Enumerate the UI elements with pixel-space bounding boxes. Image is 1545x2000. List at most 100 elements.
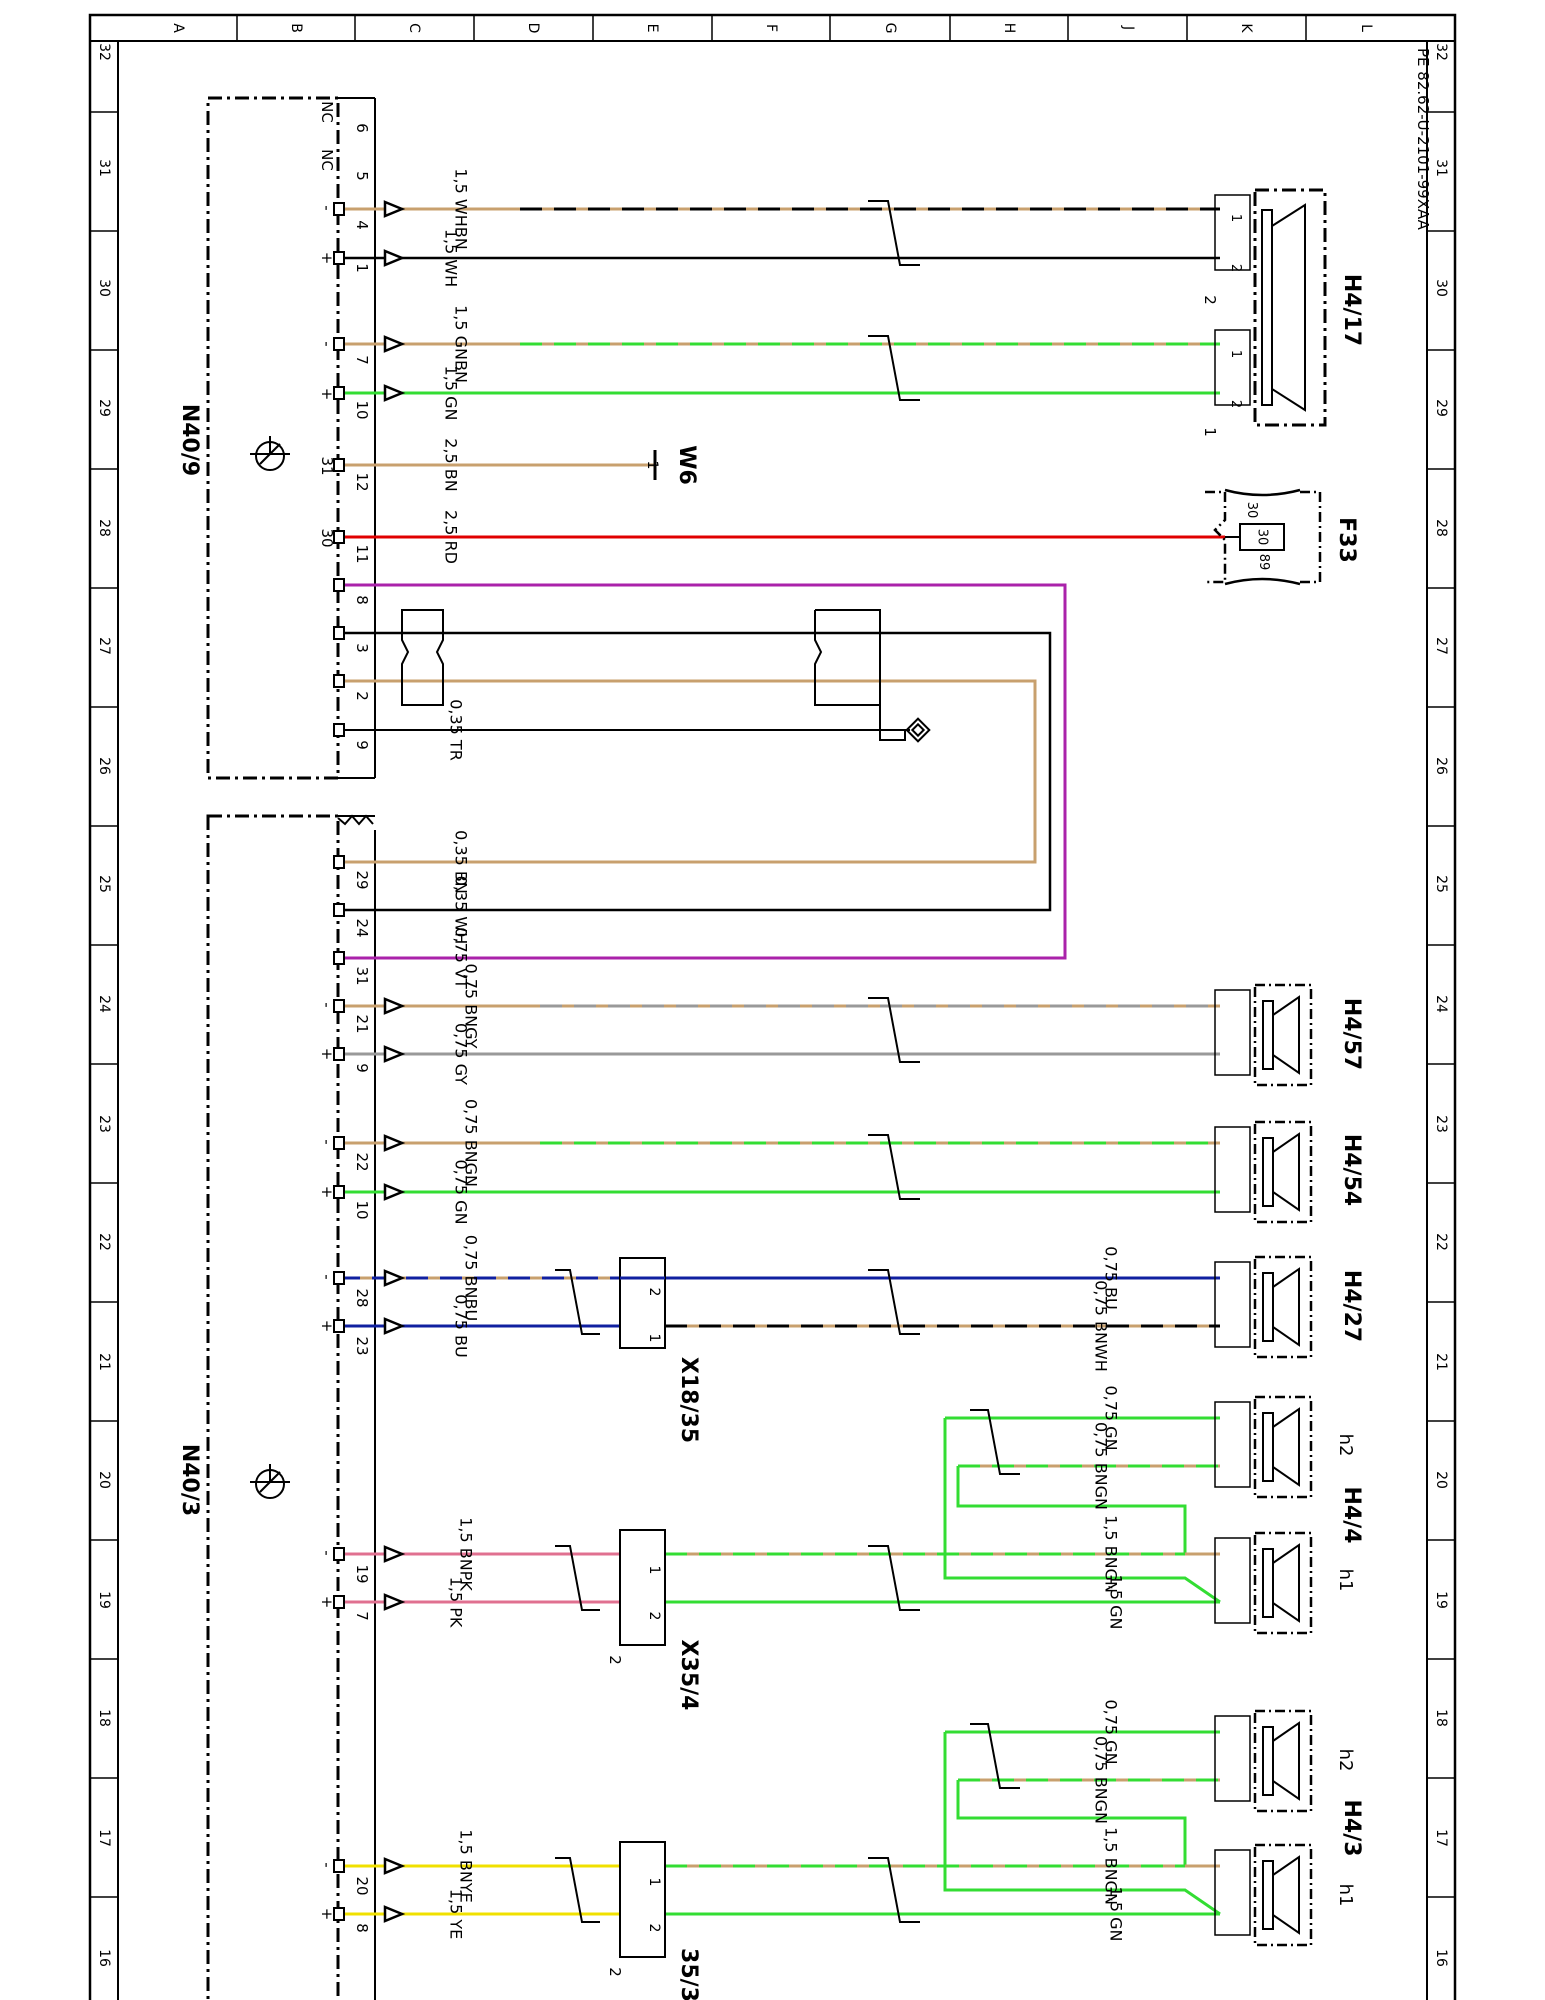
wire-label-gn: 1,5 GN	[442, 366, 461, 421]
speaker-h4-3: h2 H4/3 h1	[1214, 1709, 1364, 1947]
pin-7: 7	[353, 355, 371, 365]
pin-nc-5: NC	[318, 149, 336, 171]
wire-vt	[338, 583, 1067, 960]
sign-plus-l5: +	[318, 1908, 336, 1921]
row-label-20: 20	[96, 1471, 112, 1489]
wire-labels: 1,5 WHBN 1,5 WH 1,5 GNBN 1,5 GN 2,5 BN 2…	[442, 168, 1126, 1941]
col-label-b: B	[288, 23, 304, 33]
row-label-right-20: 20	[1433, 1471, 1449, 1489]
row-label-right-24: 24	[1433, 995, 1449, 1013]
col-label-e: E	[644, 24, 660, 33]
col-label-f: F	[763, 24, 779, 32]
row-label-17: 17	[96, 1829, 112, 1847]
pin-29: 29	[353, 870, 371, 889]
wire-label-whbn: 1,5 WHBN	[452, 168, 471, 249]
wire-label-gn15-a: 1,5 GN	[1107, 1575, 1126, 1630]
row-label-32: 32	[96, 43, 112, 61]
x35-4-pin-1: 1	[646, 1566, 662, 1575]
column-labels: A B C D E F G H J K L	[170, 23, 1374, 34]
pin-nc-6: NC	[318, 101, 336, 123]
pin-5: 5	[353, 171, 371, 181]
wire-label-gn075: 0,75 GN	[452, 1159, 471, 1224]
pin-20: 20	[353, 1876, 371, 1895]
sign-minus-l3: -	[318, 1274, 336, 1279]
term-31: 31	[318, 456, 336, 475]
wire-label-bu-left: 0,75 BU	[452, 1294, 471, 1357]
pin-4: 4	[353, 220, 371, 230]
drawing-frame	[88, 13, 1457, 2000]
col-label-l: L	[1358, 24, 1374, 32]
x35-3-pin-1: 1	[646, 1878, 662, 1887]
col-label-g: G	[882, 23, 898, 34]
sign-plus-2: +	[318, 388, 336, 401]
sign-plus-1: +	[318, 252, 336, 265]
h4-3-label: H4/3	[1339, 1799, 1364, 1856]
row-label-16: 16	[96, 1949, 112, 1967]
h4-3-h1-label: h1	[1335, 1884, 1356, 1907]
pin-12: 12	[353, 472, 371, 491]
module-n40-9: N40/9	[177, 96, 376, 780]
h4-17-pin-1b: 1	[1228, 350, 1243, 358]
pin-9-lower: 9	[353, 1063, 371, 1073]
h4-17-pin-2b: 2	[1228, 400, 1243, 408]
ground-w6-label: W6	[674, 445, 699, 485]
connector-x35-4: 1 2 2 X35/4	[606, 1529, 701, 1711]
row-label-right-21: 21	[1433, 1353, 1449, 1371]
wire-label-bnye: 1,5 BNYE	[457, 1829, 476, 1902]
wire-black-loop	[338, 631, 1052, 912]
row-label-right-27: 27	[1433, 637, 1449, 655]
wire-label-pk: 1,5 PK	[447, 1577, 466, 1628]
pin-24: 24	[353, 918, 371, 937]
pin-31: 31	[353, 966, 371, 985]
sign-minus-2: -	[318, 341, 336, 346]
row-label-right-28: 28	[1433, 519, 1449, 537]
pin-23: 23	[353, 1336, 371, 1355]
row-label-right-23: 23	[1433, 1115, 1449, 1133]
h4-17-group-2: 2	[1201, 295, 1219, 305]
h4-27-label: H4/27	[1339, 1270, 1364, 1342]
pin-11: 11	[353, 544, 371, 563]
row-label-right-32: 32	[1433, 43, 1449, 61]
transistor-icon	[250, 1464, 290, 1499]
row-label-26: 26	[96, 757, 112, 775]
module-n40-3-label: N40/3	[177, 1444, 202, 1516]
wire-label-gn15-b: 1,5 GN	[1107, 1887, 1126, 1942]
h4-3-h2-label: h2	[1335, 1749, 1356, 1772]
sign-minus-l4: -	[318, 1550, 336, 1555]
diagram-id: PE 82.62-U-2101-99XAA	[1414, 48, 1432, 231]
lower-pin-labels: 29 24 31 21 9 22 10 28 23 19 7 20 8 - + …	[318, 870, 371, 1932]
row-label-18: 18	[96, 1709, 112, 1727]
upper-pin-labels: NC 6 NC 5 4 1 7 10 12 11 8 3 2 9 31 30 -…	[318, 101, 371, 750]
pin-3: 3	[353, 643, 371, 653]
row-label-30: 30	[96, 279, 112, 297]
ground-w6-pin: 1	[644, 461, 660, 470]
term-30: 30	[318, 528, 336, 547]
wire-label-bn035: 0,35 BN	[452, 830, 471, 894]
wire-label-bnwh: 0,75 BNWH	[1092, 1280, 1111, 1372]
h4-4-h1-label: h1	[1335, 1569, 1356, 1592]
row-label-23: 23	[96, 1115, 112, 1133]
wire-label-ye: 1,5 YE	[447, 1889, 466, 1939]
sign-minus-l5: -	[318, 1862, 336, 1867]
row-labels: 32 31 30 29 28 27 26 25 24 23 22 21 20 1…	[96, 43, 1449, 1967]
wire-label-tr: 0,35 TR	[447, 699, 466, 761]
pin-10: 10	[353, 400, 371, 419]
col-label-k: K	[1238, 23, 1254, 33]
x35-4-label: X35/4	[676, 1640, 701, 1711]
h4-4-h2-label: h2	[1335, 1434, 1356, 1457]
wire-h2-loop-bngn-b	[956, 1780, 1220, 1868]
wire-label-gn075-h2b: 0,75 GN	[1102, 1699, 1121, 1764]
wire-label-bngn075: 0,75 BNGN	[462, 1099, 481, 1187]
fuse-f33-label: F33	[1334, 517, 1359, 563]
connector-x18-35: 2 1 X18/35	[619, 1257, 701, 1443]
sign-minus-l2: -	[318, 1139, 336, 1144]
sign-plus-l4: +	[318, 1596, 336, 1609]
pin-19: 19	[353, 1564, 371, 1583]
pin-9: 9	[353, 740, 371, 750]
speaker-h4-4: h2 H4/4 h1	[1214, 1395, 1364, 1635]
wire-label-bngy: 0,75 BNGY	[462, 963, 481, 1048]
sign-minus-1: -	[318, 205, 336, 210]
row-label-right-30: 30	[1433, 279, 1449, 297]
wire-label-bngn15-b: 1,5 BNGN	[1102, 1827, 1121, 1905]
